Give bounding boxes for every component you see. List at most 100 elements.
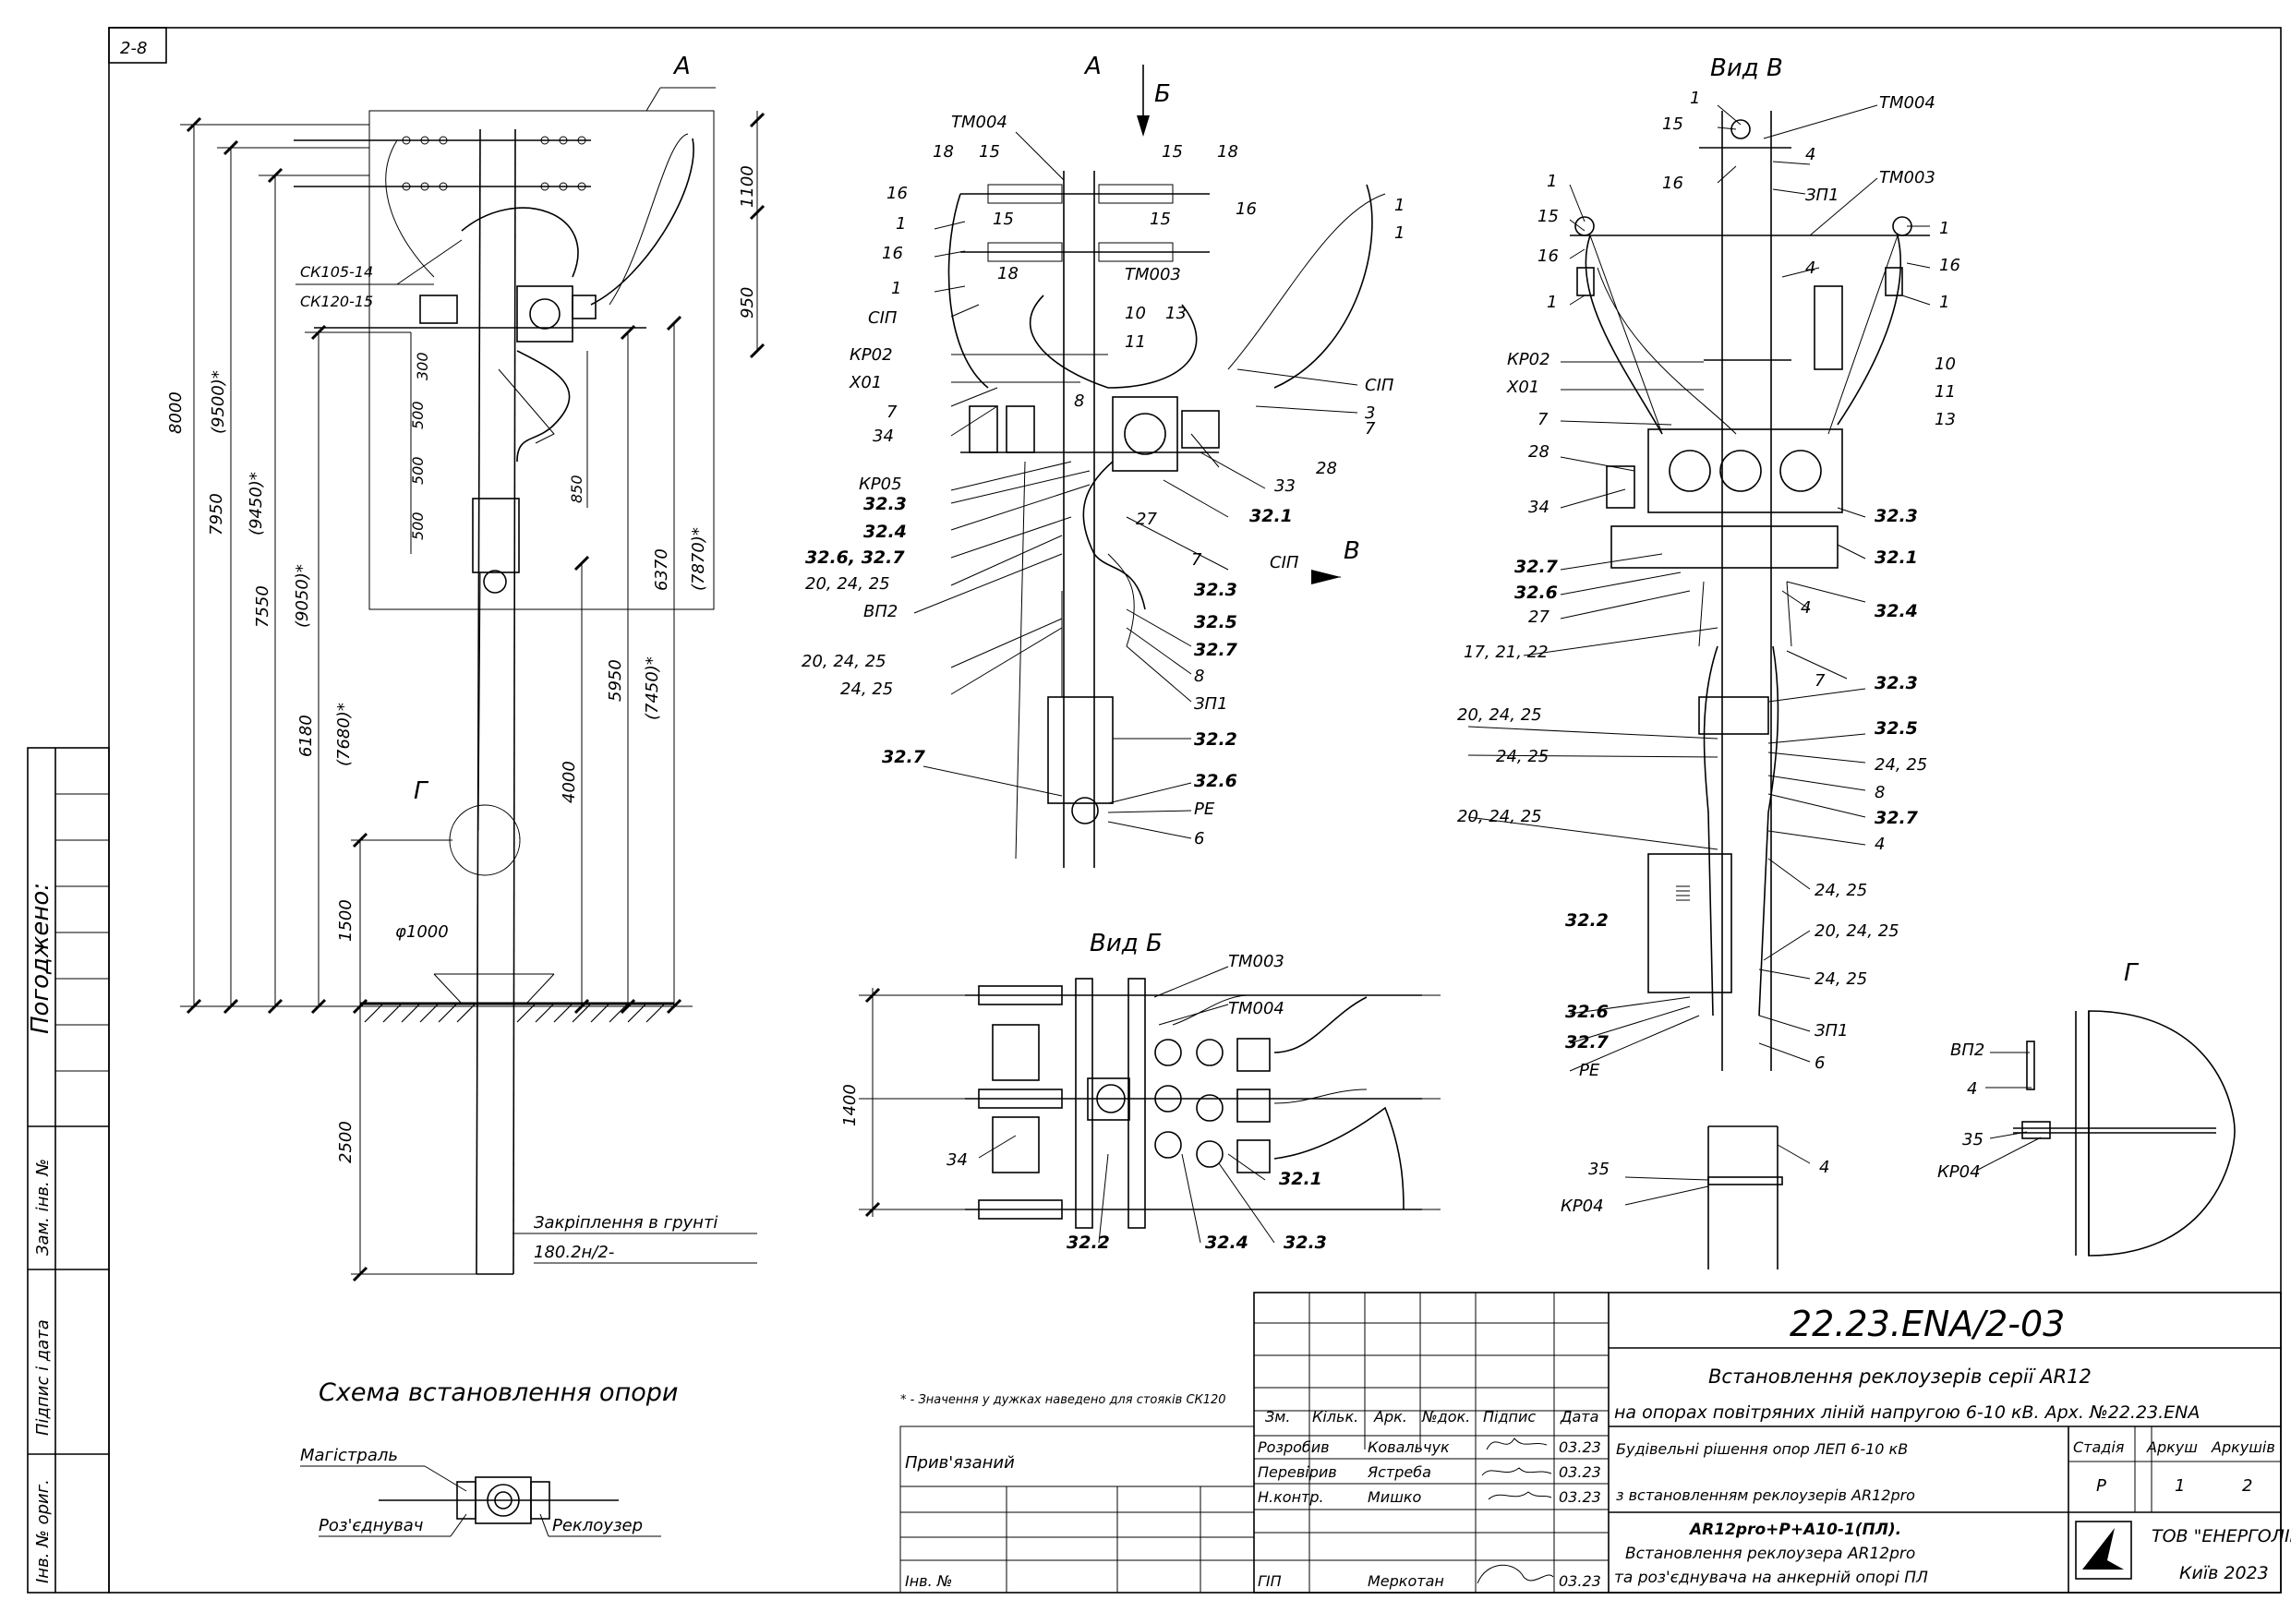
label-a-zp1: ЗП1 — [1194, 694, 1228, 714]
label-a-1b: 1 — [891, 279, 901, 298]
label-v-1e: 1 — [1939, 293, 1949, 312]
section-label: Будівельні рішення опор ЛЕП 6-10 кВ — [1616, 1440, 1908, 1458]
label-a-33: 33 — [1274, 476, 1296, 496]
header-kilk: Кільк. — [1312, 1408, 1358, 1426]
label-v-16: 16 — [1662, 174, 1683, 193]
signature-date-label: Підпис і дата — [33, 1319, 53, 1436]
dim-1100: 1100 — [738, 165, 757, 208]
view-g-title: Г — [2124, 959, 2140, 987]
label-v-4b: 4 — [1805, 259, 1815, 278]
label-a-x01: Х01 — [849, 373, 882, 392]
label-v-10: 10 — [1935, 355, 1956, 374]
label-v-24-25b: 24, 25 — [1875, 755, 1927, 775]
label-a-32-6-7: 32.6, 32.7 — [805, 547, 905, 568]
label-a-tm004: ТМ004 — [951, 113, 1007, 132]
dim-500a: 500 — [409, 401, 427, 429]
label-b-32-4: 32.4 — [1205, 1233, 1248, 1253]
title-block: 22.23.ENA/2-03 Встановлення реклоузерів … — [899, 1292, 2291, 1594]
view-a-arrow-label: Б — [1154, 80, 1171, 108]
dim-5950: 5950 — [606, 659, 625, 702]
label-g-35: 35 — [1962, 1130, 1984, 1149]
label-a-tm003: ТМ003 — [1125, 265, 1181, 284]
label-v-1c: 1 — [1547, 293, 1557, 312]
label-a-32-2: 32.2 — [1194, 729, 1237, 750]
label-a-32-3: 32.3 — [863, 494, 907, 514]
label-v-32-3: 32.3 — [1875, 506, 1918, 526]
header-ndok: №док. — [1421, 1408, 1470, 1426]
title-line1: Встановлення реклоузерів серії AR12 — [1708, 1365, 2092, 1388]
view-v: Вид В — [1457, 54, 1960, 1269]
drawing-name3: та роз'єднувача на анкерній опорі ПЛ — [1614, 1569, 1928, 1587]
label-a-16: 16 — [886, 184, 908, 203]
row-developed-date: 03.23 — [1559, 1438, 1601, 1456]
view-a: А Б — [802, 53, 1405, 868]
city-year: Київ 2023 — [2179, 1563, 2269, 1583]
drawing-name2: Встановлення реклоузера AR12pro — [1625, 1545, 1915, 1563]
dim-500c: 500 — [409, 511, 427, 540]
label-v-1b: 1 — [1547, 172, 1557, 191]
label-a-pe: РЕ — [1194, 800, 1215, 819]
dim-6370: 6370 — [652, 548, 671, 591]
label-v-32-7: 32.7 — [1514, 557, 1559, 577]
label-v-4e: 4 — [1819, 1158, 1829, 1177]
label-a-1: 1 — [896, 214, 906, 234]
row-gip-name: Меркотан — [1368, 1572, 1444, 1590]
sheet-value: 1 — [2175, 1476, 2185, 1496]
dim-1400: 1400 — [840, 1084, 860, 1126]
view-g-marker: Г — [414, 777, 429, 805]
dim-7870: (7870)* — [689, 527, 708, 591]
label-v-1d: 1 — [1939, 219, 1949, 238]
sheet-label: Аркуш — [2146, 1438, 2198, 1456]
stage-value: Р — [2096, 1476, 2106, 1496]
label-v-32-3b: 32.3 — [1875, 673, 1918, 693]
recloser-label: Реклоузер — [552, 1516, 643, 1535]
dim-7550: 7550 — [253, 585, 272, 628]
replaced-inv-label: Зам. інв. № — [33, 1159, 53, 1256]
view-v-arrow-label: В — [1344, 537, 1360, 565]
label-v-20-24-25b: 20, 24, 25 — [1457, 807, 1542, 826]
view-b-title: Вид Б — [1090, 930, 1163, 957]
label-v-pe: РЕ — [1579, 1061, 1600, 1080]
label-v-6: 6 — [1815, 1053, 1825, 1073]
label-v-tm003: ТМ003 — [1879, 168, 1935, 187]
label-b-34: 34 — [947, 1150, 968, 1170]
row-checked-role: Перевірив — [1258, 1463, 1337, 1481]
left-strip: Погоджено: Зам. інв. № Підпис і дата Інв… — [27, 747, 110, 1594]
row-ncontrol-name: Мишко — [1368, 1488, 1422, 1506]
label-a-1d: 1 — [1394, 223, 1405, 243]
label-v-24-25c: 24, 25 — [1815, 881, 1867, 900]
dim-4000: 4000 — [560, 761, 579, 803]
signatures — [1477, 1438, 1554, 1584]
stage-label: Стадія — [2073, 1438, 2125, 1456]
label-v-13: 13 — [1935, 410, 1956, 429]
label-a-32-7b: 32.7 — [882, 747, 926, 767]
scheme-view-a-label: А — [672, 53, 691, 80]
label-v-20-24-25c: 20, 24, 25 — [1815, 921, 1899, 941]
label-b-32-3: 32.3 — [1284, 1233, 1327, 1253]
label-g-vp2: ВП2 — [1950, 1041, 1984, 1060]
corner-label: 2-8 — [120, 39, 147, 58]
dim-500b: 500 — [409, 456, 427, 485]
row-developed-name: Ковальчук — [1368, 1438, 1450, 1456]
approved-label: Погоджено: — [27, 883, 54, 1034]
label-v-17-21-22: 17, 21, 22 — [1464, 643, 1549, 662]
header-data: Дата — [1560, 1408, 1598, 1426]
label-a-27: 27 — [1136, 510, 1157, 529]
label-v-8: 8 — [1875, 783, 1885, 802]
label-a-kr02: КР02 — [850, 345, 893, 365]
label-v-15b: 15 — [1537, 207, 1559, 226]
inv-orig-label: Інв. № ориг. — [33, 1479, 53, 1583]
disconnector-label: Роз'єднувач — [319, 1516, 423, 1535]
dim-2500: 2500 — [336, 1121, 356, 1163]
dim-9500: (9500)* — [209, 370, 228, 434]
label-v-1: 1 — [1690, 89, 1700, 108]
label-a-18c: 18 — [997, 264, 1019, 283]
label-v-x01: Х01 — [1506, 378, 1539, 397]
row-checked-name: Ястреба — [1367, 1463, 1431, 1481]
label-b-tm003: ТМ003 — [1228, 952, 1284, 971]
label-g-kr04: КР04 — [1937, 1162, 1981, 1182]
label-v-11: 11 — [1935, 382, 1956, 402]
company-logo — [2075, 1521, 2132, 1580]
doc-number: 22.23.ENA/2-03 — [1790, 1304, 2065, 1344]
